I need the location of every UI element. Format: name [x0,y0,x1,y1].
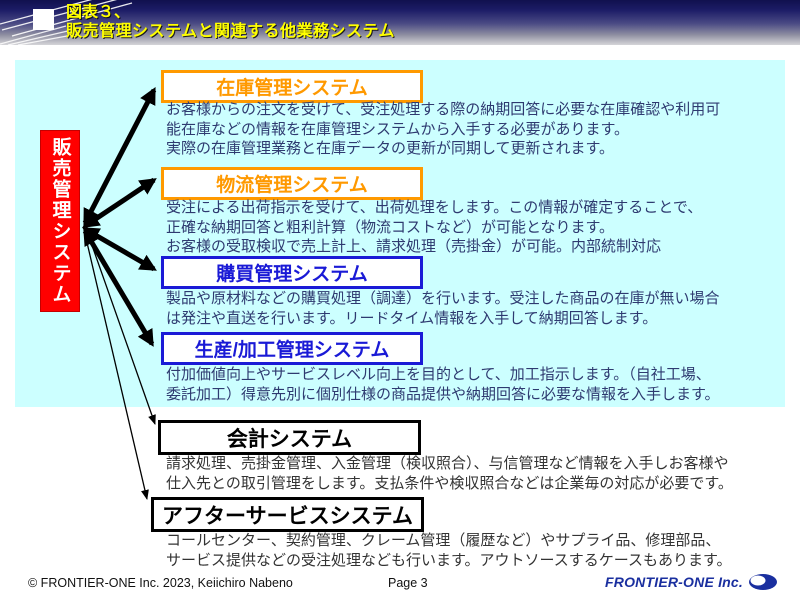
system-box-accounting: 会計システム [158,420,421,455]
system-label-purchasing: 購買管理システム [216,264,368,285]
page-number: Page 3 [388,576,428,590]
system-label-inventory: 在庫管理システム [216,78,368,99]
system-desc-logistics: 受注による出荷指示を受けて、出荷処理をします。この情報が確定することで、 正確な… [166,199,703,255]
system-box-logistics: 物流管理システム [161,167,423,200]
system-label-production: 生産/加工管理システム [194,340,390,361]
page-title: 販売管理システムと関連する他業務システム [66,23,396,40]
system-label-accounting: 会計システム [226,427,353,451]
system-desc-purchasing: 製品や原材料などの購買処理（調達）を行います。受注した商品の在庫が無い場合 は発… [166,290,720,327]
system-desc-inventory: お客様からの注文を受けて、受注処理する際の納期回答に必要な在庫確認や利用可 能在… [166,101,721,157]
sales-management-system-box: 販売管理システム [40,130,80,312]
logo-text: FRONTIER-ONE Inc. [605,574,743,590]
system-desc-after-service: コールセンター、契約管理、クレーム管理（履歴など）やサプライ品、修理部品、 サー… [166,532,732,569]
system-desc-production: 付加価値向上やサービスレベル向上を目的として、加工指示します。（自社工場、 委託… [166,366,720,403]
sales-management-system-label: 販売管理システム [49,137,71,305]
system-box-production: 生産/加工管理システム [161,332,423,365]
system-label-logistics: 物流管理システム [216,175,368,196]
company-logo: FRONTIER-ONE Inc. [605,573,778,591]
system-label-after-service: アフターサービスシステム [162,504,413,528]
header-decoration-icon [0,0,133,45]
copyright: © FRONTIER-ONE Inc. 2023, Keiichiro Nabe… [28,576,293,590]
figure-number: 図表３、 [66,4,131,21]
title-square-icon [33,9,54,30]
system-desc-accounting: 請求処理、売掛金管理、入金管理（検収照合）、与信管理など情報を入手しお客様や 仕… [166,455,733,492]
system-box-inventory: 在庫管理システム [161,70,423,103]
system-box-purchasing: 購買管理システム [161,256,423,289]
frontier-one-logo-icon [749,574,777,590]
slide-header: 図表３、 販売管理システムと関連する他業務システム [0,0,800,45]
system-box-after-service: アフターサービスシステム [151,497,424,532]
